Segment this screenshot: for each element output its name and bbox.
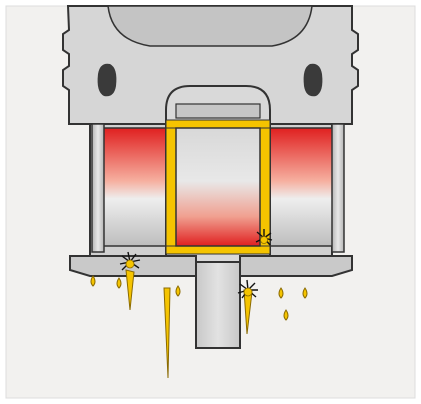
boss-ring-right bbox=[331, 123, 345, 253]
skirt-ledge-right bbox=[239, 255, 353, 277]
oil-drop-icon bbox=[116, 277, 122, 289]
oil-slot-right bbox=[303, 63, 323, 97]
oil-drop-icon bbox=[175, 285, 181, 297]
piston-pin bbox=[175, 127, 261, 247]
bushing-bottom bbox=[165, 245, 271, 255]
oil-drop-icon bbox=[302, 287, 308, 299]
oil-jet-long bbox=[163, 287, 171, 379]
spark-core bbox=[125, 236, 268, 297]
crown-recess bbox=[107, 5, 313, 47]
oil-drop-icon bbox=[278, 287, 284, 299]
oil-jet-left bbox=[125, 269, 135, 311]
small-end-bushing bbox=[165, 119, 271, 129]
spark-core bbox=[243, 287, 253, 297]
spark-core bbox=[260, 236, 268, 244]
pin-boss-left bbox=[99, 127, 171, 247]
rod-small-end-top bbox=[175, 103, 261, 119]
oil-drop-icon bbox=[90, 275, 308, 321]
oil-slot-left bbox=[97, 63, 117, 97]
spark-icon bbox=[255, 229, 273, 246]
spark-core bbox=[125, 259, 135, 269]
bushing-right bbox=[259, 127, 271, 247]
bushing-left bbox=[165, 127, 177, 247]
connecting-rod bbox=[195, 261, 241, 349]
boss-ring-left bbox=[91, 123, 105, 253]
oil-drop-icon bbox=[90, 275, 96, 287]
spark-icon bbox=[119, 251, 141, 271]
oil-drop-icon bbox=[283, 309, 289, 321]
pin-boss-right bbox=[265, 127, 337, 247]
